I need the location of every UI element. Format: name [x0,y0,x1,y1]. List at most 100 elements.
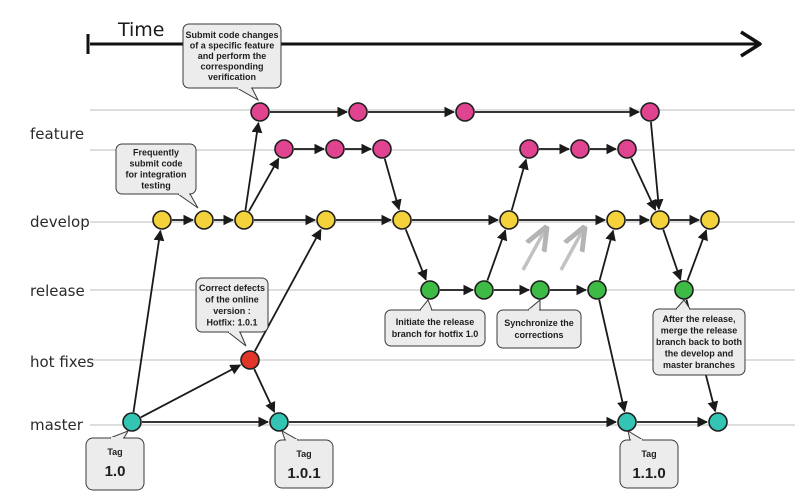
sync-arrow [559,228,584,271]
tag-label: Tag [296,449,311,459]
callout-line: version : [213,306,251,316]
commit-nodes [122,102,728,432]
version-tags: Tag 1.0 Tag 1.0.1 Tag 1.1.0 [85,429,679,491]
develop-commit-node [499,210,519,230]
tag-tail [281,429,300,441]
commit-edge [404,228,428,281]
feature-commit-node [455,102,475,122]
commit-edge [132,229,165,413]
develop-commit-node [392,210,412,230]
callout-line: merge the release [661,326,738,336]
tag-label: Tag [641,449,656,459]
callout-line: and perform the [198,51,267,61]
release-commit-node [587,280,607,300]
after-release-note: After the release, merge the releasebranc… [652,299,746,376]
callout-tail [176,193,199,209]
callout-line: Initiate the release [396,317,475,327]
develop-commit-node [234,210,254,230]
feature-commit-node [570,139,590,159]
callout-line: the develop and [665,349,734,359]
callout-line: Hotfix: 1.0.1 [206,317,257,327]
sync-arrow [521,228,546,271]
tag-tail [109,430,130,439]
callout-line: branch for hotfix 1.0 [392,329,479,339]
tag-version: 1.0 [105,463,126,480]
tag-1-0: Tag 1.0 [85,430,145,491]
develop-commit-node [316,210,336,230]
callout-line: verification [208,72,256,82]
callout-box [384,309,486,347]
release-commit-node [674,280,694,300]
release-note: Initiate the release branch for hotfix 1.… [384,299,486,347]
develop-commit-node [650,210,670,230]
callout-line: for integration [126,170,187,180]
commit-edge [598,229,616,281]
lane-label-hotfixes: hot fixes [30,353,94,371]
commit-edge [630,157,657,212]
feature-commit-node [640,102,660,122]
sync-arrows [521,228,584,271]
callout-line: Synchronize the [504,318,574,328]
tag-box [619,439,679,489]
callout-tail [526,298,541,311]
commit-edge [244,121,263,211]
commit-edge [253,368,276,414]
callout-tail [418,299,433,311]
callout-line: Frequently [133,148,179,158]
lane-label-develop: develop [30,213,90,231]
commit-edge [598,299,628,413]
callout-line: Submit code changes [185,30,278,40]
commit-edge [510,158,529,211]
master-commit-node [122,412,142,432]
develop-commit-node [152,210,172,230]
callout-line: Correct defects [199,283,265,293]
callout-tail [226,331,247,347]
callout-box [182,23,282,89]
tag-version: 1.1.0 [632,465,665,482]
hotfix-commit-node [240,350,260,370]
callout-box [115,143,197,195]
commit-edge [383,158,402,211]
tag-1-1-0: Tag 1.1.0 [619,429,679,489]
lane-label-master: master [30,416,84,434]
release-commit-node [474,280,494,300]
tag-label: Tag [107,447,122,457]
callout-line: corrections [514,330,563,340]
tag-1-0-1: Tag 1.0.1 [274,429,334,489]
commit-edge [486,229,508,281]
callout-line: branch back to both [656,337,742,347]
callout-line: of the online [205,294,259,304]
lane-labels: feature develop release hot fixes master [30,125,94,434]
feature-commit-node [519,139,539,159]
develop-commit-node [700,210,720,230]
develop-commit-node [606,210,626,230]
commit-edge [650,121,664,211]
tag-version: 1.0.1 [287,465,320,482]
callout-box [652,308,746,376]
callout-box [496,309,582,349]
callout-line: After the release, [662,314,735,324]
callout-line: of a specific feature [190,41,275,51]
callout-line: submit code [129,159,182,169]
time-label: Time [117,19,165,41]
master-commit-node [617,412,637,432]
develop-commit-node [194,210,214,230]
feature-commit-node [325,139,345,159]
tag-tail [627,429,645,441]
feature-commit-node [372,139,392,159]
master-commit-node [708,412,728,432]
feature-commit-node [617,139,637,159]
feature-commit-node [250,102,270,122]
callout-line: testing [141,181,171,191]
commit-edge [686,229,708,281]
callout-line: master branches [663,360,735,370]
commit-edges [132,106,719,428]
sync-note: Synchronize the corrections [496,298,582,349]
commit-edge [140,364,242,419]
tag-box [274,439,334,489]
